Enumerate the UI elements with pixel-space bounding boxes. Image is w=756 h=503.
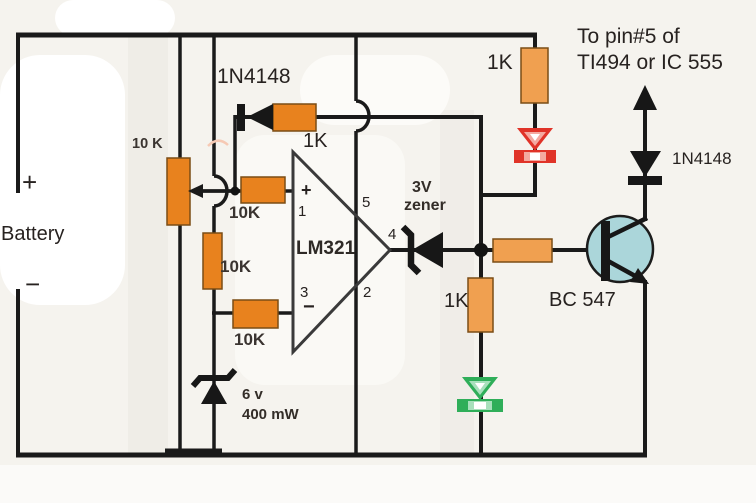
junction-dot <box>474 243 488 257</box>
red-led-icon <box>514 128 556 163</box>
green-led-resistor-label: 1K <box>444 290 469 312</box>
feedback-wire <box>235 115 483 252</box>
output-diode-cathode-bar <box>628 176 662 185</box>
red-led-resistor-label: 1K <box>487 51 513 74</box>
zener-3v-cathode-bar <box>400 224 422 276</box>
red-led-bar-core <box>530 153 540 160</box>
zener-3v-label-line2: zener <box>404 197 446 214</box>
feedback-resistor-label: 1K <box>303 130 328 152</box>
potentiometer-body <box>166 157 191 226</box>
paper-patch <box>0 465 756 503</box>
resistor-10k-mid-label: 10K <box>220 257 252 276</box>
junction-dot <box>230 186 240 196</box>
output-diode-label: 1N4148 <box>672 149 732 168</box>
paper-patch <box>0 55 125 305</box>
base-resistor <box>492 238 553 263</box>
output-note-line2: TI494 or IC 555 <box>577 51 723 74</box>
zener-6v-cathode-bar <box>190 368 238 388</box>
transistor-body <box>585 214 655 284</box>
paper-patch <box>55 0 175 36</box>
battery-minus-symbol: − <box>25 269 41 299</box>
transistor-base-bar <box>601 221 610 281</box>
scan-artifact <box>207 139 229 147</box>
zener-3v-label-line1: 3V <box>412 179 432 196</box>
wiper-arrow-icon <box>188 184 203 198</box>
opamp-pin3-label: 3 <box>300 284 309 301</box>
zener-3v-icon <box>412 232 443 268</box>
transistor-collector-lead <box>607 215 648 240</box>
zener-6v-power-label: 400 mW <box>242 406 299 423</box>
resistors <box>166 47 553 333</box>
opamp-pin2-label: 2 <box>363 284 372 301</box>
opamp-plus-input-symbol: + <box>301 180 312 200</box>
paper-patch <box>128 35 168 455</box>
up-arrow-icon <box>633 85 657 110</box>
green-led-icon <box>457 377 503 412</box>
wires <box>16 32 648 458</box>
divider-resistor <box>202 232 223 290</box>
green-led-core <box>475 383 485 390</box>
zener-6v-icon <box>201 381 227 404</box>
pot-value-label: 10 K <box>132 136 163 152</box>
green-led-bar-core <box>474 402 486 409</box>
transistor-bc547-icon <box>585 214 655 284</box>
feedback-diode-cathode-bar <box>237 104 245 131</box>
opamp-part-label: LM321 <box>296 238 356 259</box>
transistor-label: BC 547 <box>549 289 616 311</box>
green-led-resistor <box>467 277 494 333</box>
transistor-emitter-lead <box>606 259 639 279</box>
input-resistor-top <box>240 176 286 204</box>
battery-label: Battery <box>1 223 65 245</box>
opamp-triangle <box>291 148 393 356</box>
feedback-diode-icon <box>247 104 273 130</box>
red-led-core <box>530 134 540 141</box>
battery-plus-symbol: + <box>22 167 38 197</box>
resistor-10k-top-label: 10K <box>229 203 261 222</box>
output-note-line1: To pin#5 of <box>577 25 680 48</box>
red-led-resistor <box>520 47 549 104</box>
paper-patch <box>300 55 450 125</box>
opamp-pin5-label: 5 <box>362 194 371 211</box>
zener-6v-voltage-label: 6 v <box>242 386 263 403</box>
feedback-diode-label: 1N4148 <box>217 65 291 88</box>
emitter-arrow-icon <box>630 268 649 284</box>
opamp-minus-input-symbol: − <box>303 296 315 318</box>
feedback-resistor <box>272 103 317 132</box>
opamp-pin4-label: 4 <box>388 226 397 243</box>
opamp-pin1-label: 1 <box>298 203 307 220</box>
resistor-10k-bottom-label: 10K <box>234 330 266 349</box>
input-resistor-bottom <box>232 299 279 329</box>
diodes <box>201 85 662 404</box>
output-diode-icon <box>630 151 661 177</box>
